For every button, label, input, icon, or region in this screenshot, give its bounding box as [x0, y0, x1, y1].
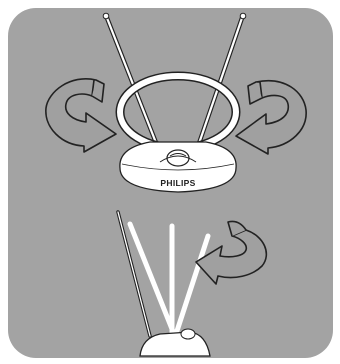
gain-dial: [180, 328, 196, 340]
curved-arrow-icon: [195, 220, 268, 285]
leaning-telescopic-rod: [116, 210, 152, 338]
tilt-position-ghosts: [127, 221, 211, 337]
brand-logo: PHILIPS: [160, 178, 195, 188]
antenna-top-view: PHILIPS: [45, 12, 307, 193]
curved-arrow-icon: [235, 79, 307, 155]
gain-dial: [166, 149, 190, 167]
antenna-side-view: [116, 210, 268, 357]
antenna-base-side: [139, 328, 211, 357]
antenna-base: PHILIPS: [119, 141, 237, 193]
curved-arrow-icon: [45, 78, 117, 153]
